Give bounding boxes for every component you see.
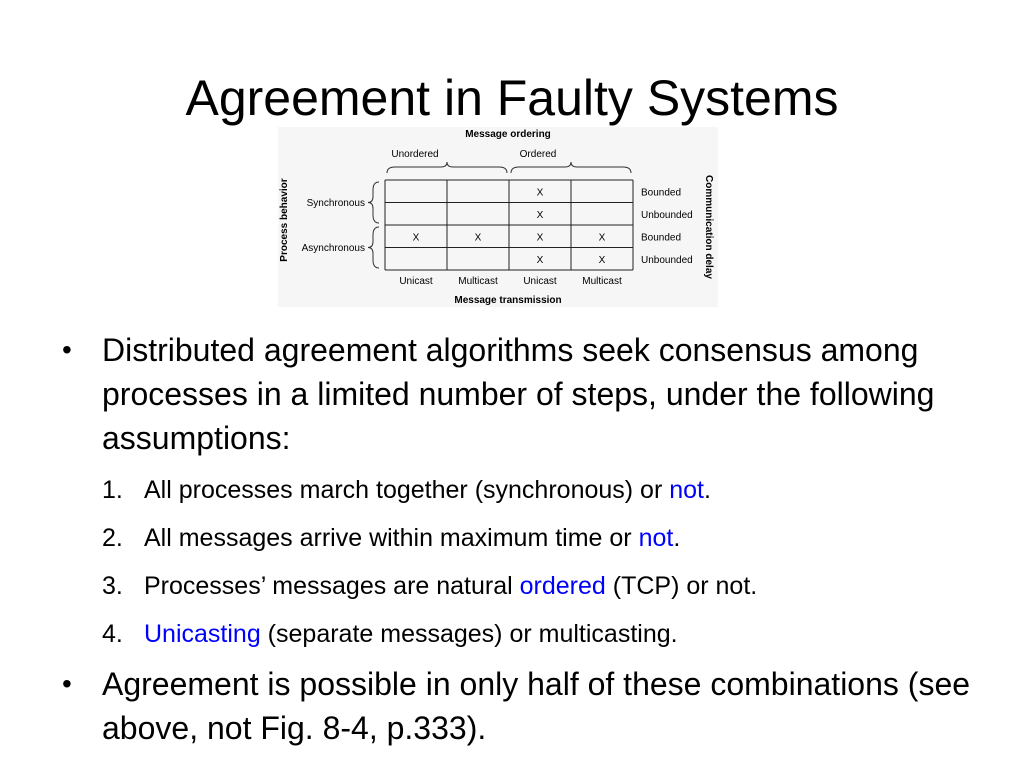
grid-mark-x: X (537, 210, 544, 221)
top-braces (386, 161, 632, 174)
slide-body: • Distributed agreement algorithms seek … (56, 328, 986, 750)
message-transmission-label: Multicast (458, 276, 498, 287)
message-transmission-label: Unicast (523, 276, 557, 287)
assumption-number: 4. (102, 620, 123, 648)
top-group-unordered: Unordered (391, 149, 438, 160)
communication-delay-caption: Communication delay (703, 175, 714, 279)
assumption-item-4: 4. Unicasting (separate messages) or mul… (102, 610, 986, 658)
assumption-text-end: (separate messages) or multicasting. (260, 620, 678, 648)
grid-mark-x: X (413, 232, 420, 243)
grid-mark-x: X (537, 187, 544, 198)
bullet-dot: • (62, 668, 72, 699)
communication-delay-label: Unbounded (641, 255, 693, 266)
left-group-synchronous: Synchronous (307, 198, 365, 209)
message-transmission-label: Multicast (582, 276, 622, 287)
assumption-text-end: . (704, 476, 711, 504)
assumption-highlight: not (638, 524, 674, 552)
column-brace (510, 161, 632, 174)
communication-delay-label: Unbounded (641, 210, 693, 221)
communication-delay-label: Bounded (641, 232, 681, 243)
communication-delay-label: Bounded (641, 187, 681, 198)
assumption-text: Processes’ messages are natural (144, 572, 520, 600)
bullet-1: • Distributed agreement algorithms seek … (56, 328, 986, 460)
left-braces (367, 181, 380, 269)
grid-mark-x: X (599, 255, 606, 266)
row-brace (367, 226, 380, 269)
bullet-2-text: Agreement is possible in only half of th… (102, 666, 971, 746)
assumption-highlight: not (669, 476, 704, 504)
message-ordering-caption: Message ordering (465, 129, 551, 140)
bullet-1-text: Distributed agreement algorithms seek co… (102, 332, 935, 456)
assumption-text: All messages arrive within maximum time … (144, 524, 639, 552)
grid-mark-x: X (537, 232, 544, 243)
grid-mark-x: X (537, 255, 544, 266)
assumption-text: All processes march together (synchronou… (144, 476, 670, 504)
grid-mark-x: X (475, 232, 482, 243)
assumption-text-end: . (673, 524, 681, 552)
assumption-number: 3. (102, 572, 123, 600)
message-transmission-label: Unicast (399, 276, 433, 287)
consensus-figure: Message ordering Unordered Ordered Proce… (278, 127, 718, 307)
assumption-highlight: ordered (519, 572, 606, 600)
top-group-ordered: Ordered (520, 149, 557, 160)
process-behavior-caption: Process behavior (279, 178, 290, 261)
bullet-2: • Agreement is possible in only half of … (56, 662, 986, 750)
left-group-asynchronous: Asynchronous (302, 243, 365, 254)
assumption-number: 2. (102, 524, 123, 552)
assumption-item-3: 3. Processes’ messages are natural order… (102, 562, 986, 610)
bottom-labels: Unicast Multicast Unicast Multicast (399, 276, 622, 287)
grid-mark-x: X (599, 232, 606, 243)
assumption-highlight: Unicasting (144, 620, 261, 648)
assumption-item-1: 1. All processes march together (synchro… (102, 466, 986, 514)
bullet-dot: • (62, 334, 72, 365)
assumption-text-end: (TCP) or not. (605, 572, 758, 600)
figure-grid (384, 179, 634, 271)
slide-title: Agreement in Faulty Systems (185, 70, 839, 126)
consensus-diagram: Message ordering Unordered Ordered Proce… (279, 129, 714, 306)
assumption-number: 1. (102, 476, 123, 504)
row-brace (367, 181, 380, 224)
message-transmission-caption: Message transmission (454, 295, 561, 306)
column-brace (386, 161, 508, 174)
assumption-list: 1. All processes march together (synchro… (102, 466, 986, 658)
assumption-item-2: 2. All messages arrive within maximum ti… (102, 514, 986, 562)
